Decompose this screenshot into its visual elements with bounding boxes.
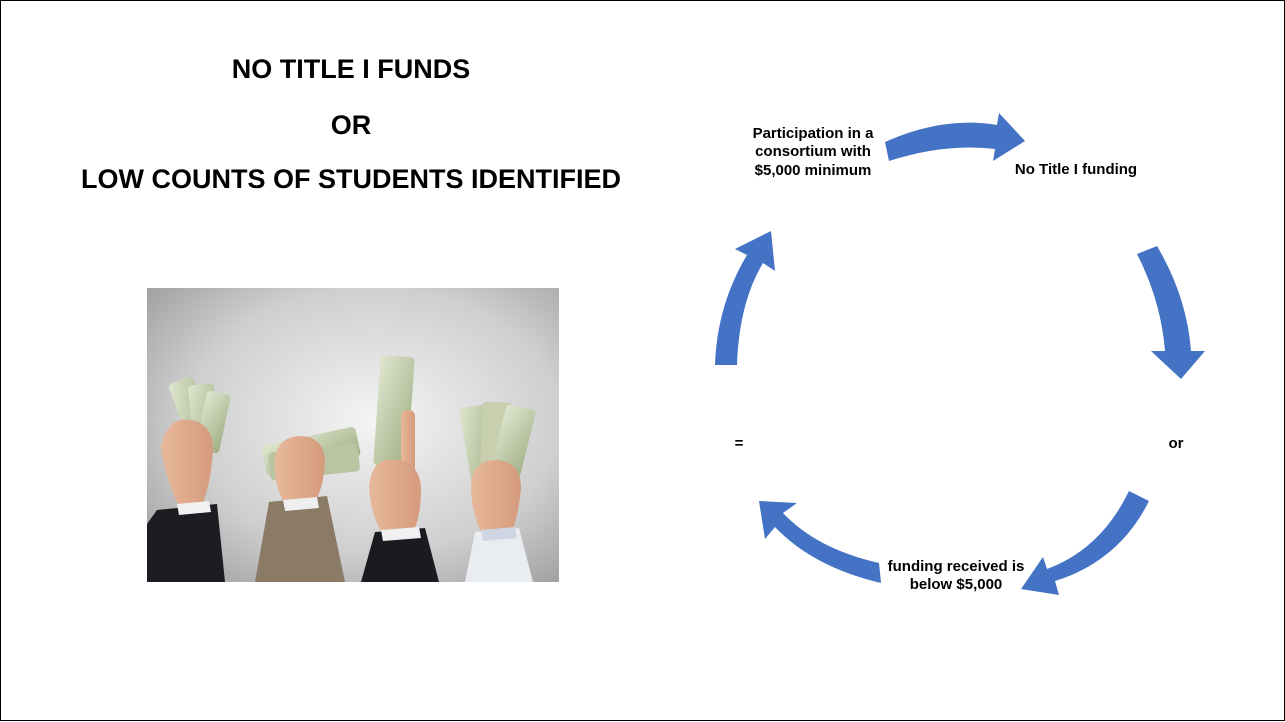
hand-3 xyxy=(361,355,439,582)
hand-1 xyxy=(147,376,231,582)
title-line-2: OR xyxy=(330,110,372,140)
node-or: or xyxy=(1168,435,1184,452)
node-funding-below-5000: funding received is below $5,000 xyxy=(887,558,1025,594)
title-line-1: NO TITLE I FUNDS xyxy=(231,54,471,84)
title-line-3: LOW COUNTS OF STUDENTS IDENTIFIED xyxy=(81,164,621,194)
node-no-title-i-funding: No Title I funding xyxy=(1014,161,1138,178)
node-equals: = xyxy=(734,435,744,452)
hand-2 xyxy=(255,427,361,582)
node-participation-consortium: Participation in a consortium with $5,00… xyxy=(752,125,874,179)
cycle-arrow-bottom-left xyxy=(759,501,881,583)
cycle-arrow-top xyxy=(885,113,1025,161)
cycle-arrow-left xyxy=(715,231,775,365)
cycle-arrow-bottom-right xyxy=(1021,491,1149,595)
cycle-arrow-right xyxy=(1137,246,1205,379)
hand-4 xyxy=(459,401,536,582)
money-hands-photo xyxy=(147,288,559,582)
